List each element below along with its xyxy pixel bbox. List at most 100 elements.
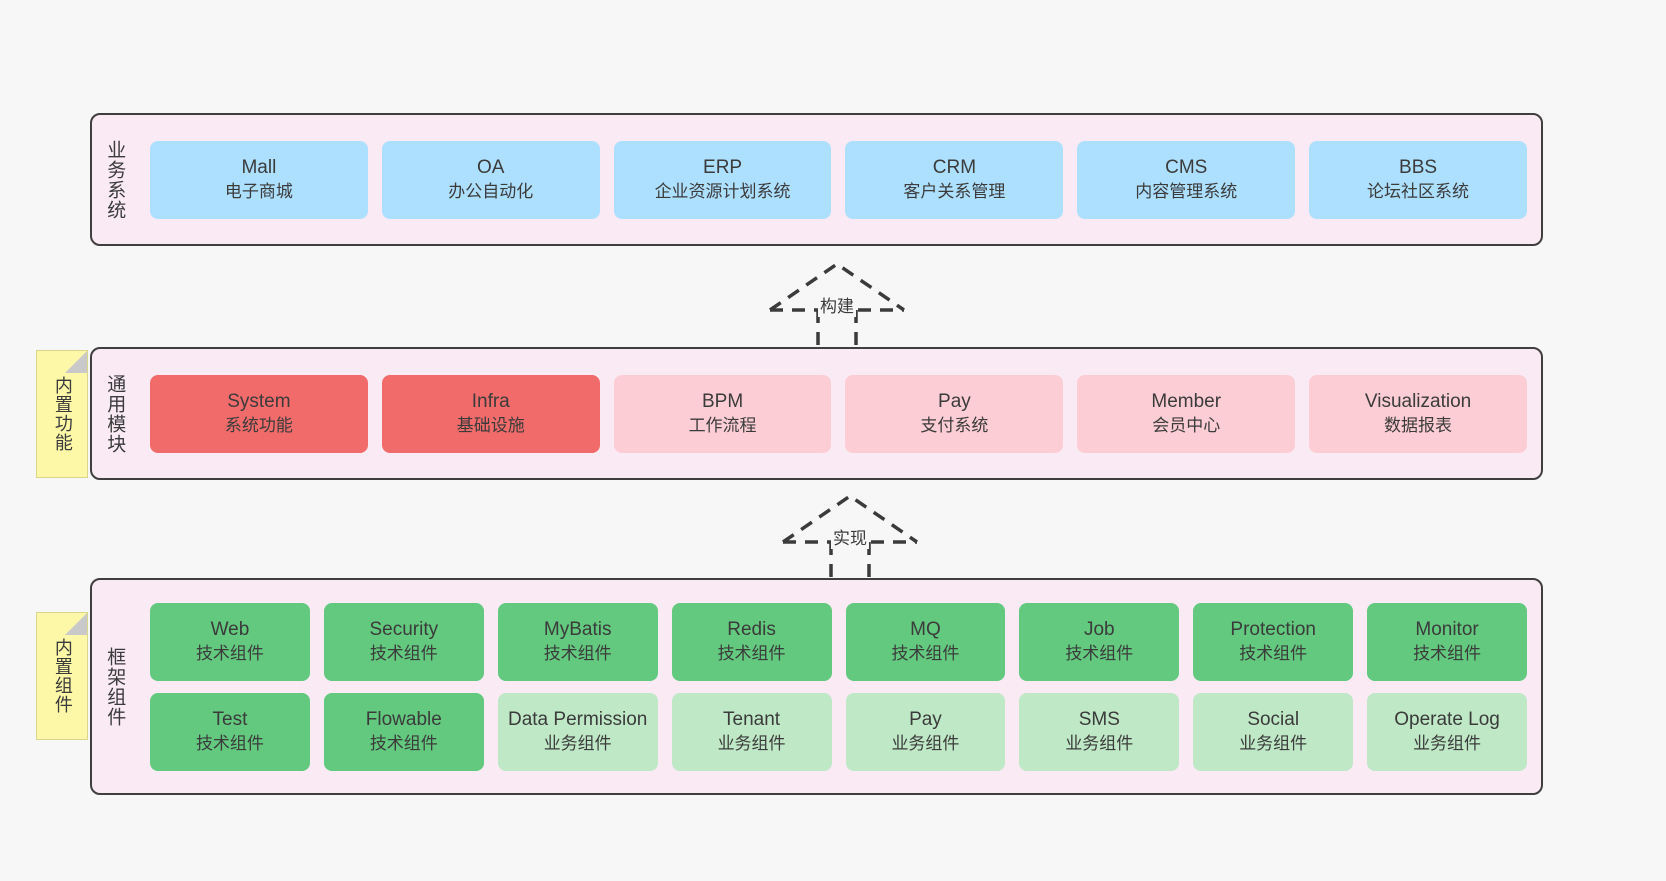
card-subtitle: 技术组件 bbox=[1065, 643, 1134, 663]
card-mall[interactable]: Mall 电子商城 bbox=[150, 140, 368, 219]
card-title: CMS bbox=[1165, 157, 1208, 179]
card-title: Redis bbox=[727, 619, 776, 641]
card-redis[interactable]: Redis 技术组件 bbox=[671, 602, 832, 681]
card-social[interactable]: Social 业务组件 bbox=[1193, 692, 1354, 771]
card-title: Flowable bbox=[365, 709, 442, 731]
card-title: BBS bbox=[1399, 157, 1438, 179]
card-subtitle: 数据报表 bbox=[1384, 415, 1453, 435]
card-flowable[interactable]: Flowable 技术组件 bbox=[323, 692, 484, 771]
card-title: Protection bbox=[1230, 619, 1316, 641]
connector-label-implement: 实现 bbox=[831, 524, 869, 549]
card-row: Mall 电子商城 OA 办公自动化 ERP 企业资源计划系统 CRM 客户关系… bbox=[150, 140, 1527, 219]
connector-build: 构建 bbox=[762, 258, 912, 353]
layer-title-framework-component: 框架组件 bbox=[104, 646, 126, 727]
card-title: Security bbox=[369, 619, 439, 641]
card-subtitle: 技术组件 bbox=[195, 643, 264, 663]
card-title: System bbox=[227, 391, 291, 413]
card-subtitle: 论坛社区系统 bbox=[1367, 181, 1470, 201]
sticky-note-builtin-component[interactable]: 内置组件 bbox=[36, 612, 88, 740]
card-subtitle: 电子商城 bbox=[224, 181, 293, 201]
card-job[interactable]: Job 技术组件 bbox=[1019, 602, 1180, 681]
card-subtitle: 系统功能 bbox=[224, 415, 293, 435]
connector-implement: 实现 bbox=[775, 490, 925, 585]
card-subtitle: 会员中心 bbox=[1152, 415, 1221, 435]
layer-body-common-module: System 系统功能 Infra 基础设施 BPM 工作流程 Pay 支付系统… bbox=[136, 349, 1541, 478]
card-infra[interactable]: Infra 基础设施 bbox=[381, 374, 600, 453]
card-subtitle: 基础设施 bbox=[456, 415, 525, 435]
card-title: Infra bbox=[471, 391, 510, 413]
card-subtitle: 技术组件 bbox=[891, 643, 960, 663]
layer-title-business-system: 业务系统 bbox=[104, 139, 126, 220]
card-security[interactable]: Security 技术组件 bbox=[323, 602, 484, 681]
card-subtitle: 内容管理系统 bbox=[1135, 181, 1238, 201]
card-cms[interactable]: CMS 内容管理系统 bbox=[1077, 140, 1296, 219]
card-system[interactable]: System 系统功能 bbox=[150, 374, 368, 453]
card-title: Test bbox=[212, 709, 248, 731]
card-title: OA bbox=[477, 157, 505, 179]
card-monitor[interactable]: Monitor 技术组件 bbox=[1367, 602, 1527, 681]
card-title: Web bbox=[210, 619, 250, 641]
card-title: SMS bbox=[1078, 709, 1120, 731]
card-subtitle: 业务组件 bbox=[1413, 733, 1482, 753]
card-title: Pay bbox=[938, 391, 971, 413]
card-title: Monitor bbox=[1415, 619, 1479, 641]
card-operate-log[interactable]: Operate Log 业务组件 bbox=[1367, 692, 1527, 771]
card-title: MyBatis bbox=[543, 619, 612, 641]
card-crm[interactable]: CRM 客户关系管理 bbox=[845, 140, 1064, 219]
card-subtitle: 技术组件 bbox=[1413, 643, 1482, 663]
card-subtitle: 业务组件 bbox=[891, 733, 960, 753]
card-test[interactable]: Test 技术组件 bbox=[150, 692, 310, 771]
card-sms[interactable]: SMS 业务组件 bbox=[1019, 692, 1180, 771]
card-title: Job bbox=[1083, 619, 1115, 641]
card-row: System 系统功能 Infra 基础设施 BPM 工作流程 Pay 支付系统… bbox=[150, 374, 1527, 453]
card-tenant[interactable]: Tenant 业务组件 bbox=[671, 692, 832, 771]
card-subtitle: 业务组件 bbox=[1065, 733, 1134, 753]
card-visualization[interactable]: Visualization 数据报表 bbox=[1309, 374, 1527, 453]
card-title: Mall bbox=[241, 157, 277, 179]
card-web[interactable]: Web 技术组件 bbox=[150, 602, 310, 681]
card-subtitle: 技术组件 bbox=[543, 643, 612, 663]
connector-label-build: 构建 bbox=[818, 292, 856, 317]
card-erp[interactable]: ERP 企业资源计划系统 bbox=[613, 140, 832, 219]
card-protection[interactable]: Protection 技术组件 bbox=[1193, 602, 1354, 681]
card-title: Member bbox=[1151, 391, 1222, 413]
card-subtitle: 支付系统 bbox=[920, 415, 989, 435]
card-bpm[interactable]: BPM 工作流程 bbox=[613, 374, 832, 453]
card-title: Social bbox=[1247, 709, 1300, 731]
card-title: Pay bbox=[909, 709, 942, 731]
card-title: Data Permission bbox=[507, 709, 648, 731]
card-subtitle: 技术组件 bbox=[195, 733, 264, 753]
layer-business-system: 业务系统 Mall 电子商城 OA 办公自动化 ERP 企业资源计划系统 CRM… bbox=[90, 113, 1543, 246]
card-mybatis[interactable]: MyBatis 技术组件 bbox=[497, 602, 658, 681]
card-pay[interactable]: Pay 支付系统 bbox=[845, 374, 1064, 453]
card-subtitle: 业务组件 bbox=[543, 733, 612, 753]
card-row: Web 技术组件 Security 技术组件 MyBatis 技术组件 Redi… bbox=[150, 602, 1527, 681]
sticky-note-builtin-function[interactable]: 内置功能 bbox=[36, 350, 88, 478]
layer-framework-component: 框架组件 Web 技术组件 Security 技术组件 MyBatis 技术组件… bbox=[90, 578, 1543, 795]
card-oa[interactable]: OA 办公自动化 bbox=[381, 140, 600, 219]
layer-body-framework-component: Web 技术组件 Security 技术组件 MyBatis 技术组件 Redi… bbox=[136, 580, 1541, 793]
card-title: CRM bbox=[932, 157, 977, 179]
layer-common-module: 通用模块 System 系统功能 Infra 基础设施 BPM 工作流程 Pay… bbox=[90, 347, 1543, 480]
card-data-permission[interactable]: Data Permission 业务组件 bbox=[497, 692, 658, 771]
layer-body-business-system: Mall 电子商城 OA 办公自动化 ERP 企业资源计划系统 CRM 客户关系… bbox=[136, 115, 1541, 244]
card-subtitle: 技术组件 bbox=[717, 643, 786, 663]
card-subtitle: 客户关系管理 bbox=[903, 181, 1006, 201]
card-title: Operate Log bbox=[1394, 709, 1500, 731]
card-member[interactable]: Member 会员中心 bbox=[1077, 374, 1296, 453]
card-title: MQ bbox=[910, 619, 941, 641]
card-pay-business[interactable]: Pay 业务组件 bbox=[845, 692, 1006, 771]
card-row: Test 技术组件 Flowable 技术组件 Data Permission … bbox=[150, 692, 1527, 771]
card-subtitle: 技术组件 bbox=[369, 733, 438, 753]
card-subtitle: 工作流程 bbox=[688, 415, 757, 435]
card-mq[interactable]: MQ 技术组件 bbox=[845, 602, 1006, 681]
card-subtitle: 业务组件 bbox=[1239, 733, 1308, 753]
card-title: ERP bbox=[703, 157, 743, 179]
layer-title-common-module: 通用模块 bbox=[104, 373, 126, 454]
card-title: Tenant bbox=[723, 709, 781, 731]
card-bbs[interactable]: BBS 论坛社区系统 bbox=[1309, 140, 1527, 219]
card-subtitle: 企业资源计划系统 bbox=[654, 181, 791, 201]
card-title: Visualization bbox=[1364, 391, 1472, 413]
card-subtitle: 业务组件 bbox=[717, 733, 786, 753]
